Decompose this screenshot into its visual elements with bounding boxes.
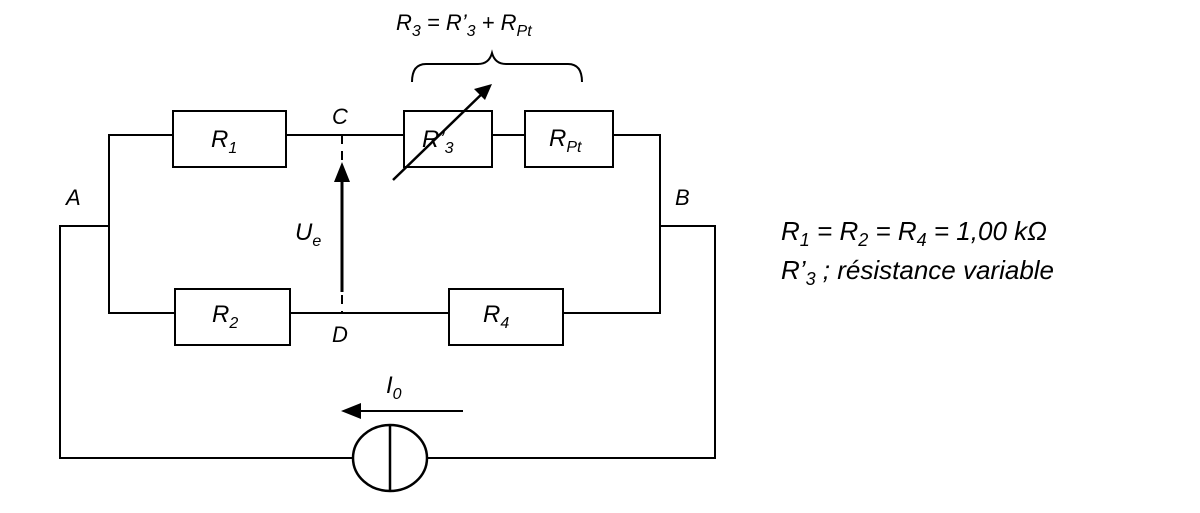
node-d-label: D: [332, 322, 348, 347]
ue-label: Ue: [295, 219, 321, 250]
wires: [59, 134, 716, 459]
wire-bottom-right: [563, 226, 661, 314]
wire-top-left: [108, 134, 173, 226]
resistor-r4-label: R4: [483, 301, 509, 332]
wire-top-right: [613, 134, 661, 226]
resistor-rpt-label: RPt: [549, 125, 582, 156]
node-c-label: C: [332, 104, 348, 129]
current-arrowhead: [341, 403, 361, 419]
variable-resistor-arrow: [392, 87, 489, 181]
notes-line-1: R1 = R2 = R4 = 1,00 kΩ: [781, 216, 1047, 250]
wire-source-right: [427, 225, 716, 459]
wire-bottom-left: [108, 226, 175, 314]
resistor-r2-label: R2: [212, 301, 238, 332]
notes: R1 = R2 = R4 = 1,00 kΩ R’3 ; résistance …: [781, 216, 1054, 289]
node-b-label: B: [675, 185, 690, 210]
resistor-rpt: [524, 110, 614, 168]
resistor-r1-label: R1: [211, 126, 237, 157]
notes-line-2: R’3 ; résistance variable: [781, 255, 1054, 289]
resistor-r1: [172, 110, 287, 168]
resistor-r4: [448, 288, 564, 346]
r3-brace: [411, 49, 583, 83]
resistor-r2: [174, 288, 291, 346]
ue-arrowhead: [334, 162, 350, 182]
variable-resistor-arrowhead: [474, 84, 492, 100]
resistor-r3-variable: [403, 110, 493, 168]
node-a-label: A: [64, 185, 81, 210]
current-label: I0: [386, 372, 402, 403]
r3-formula: R3 = R’3 + RPt: [396, 10, 532, 40]
wire-source-left: [59, 225, 353, 459]
